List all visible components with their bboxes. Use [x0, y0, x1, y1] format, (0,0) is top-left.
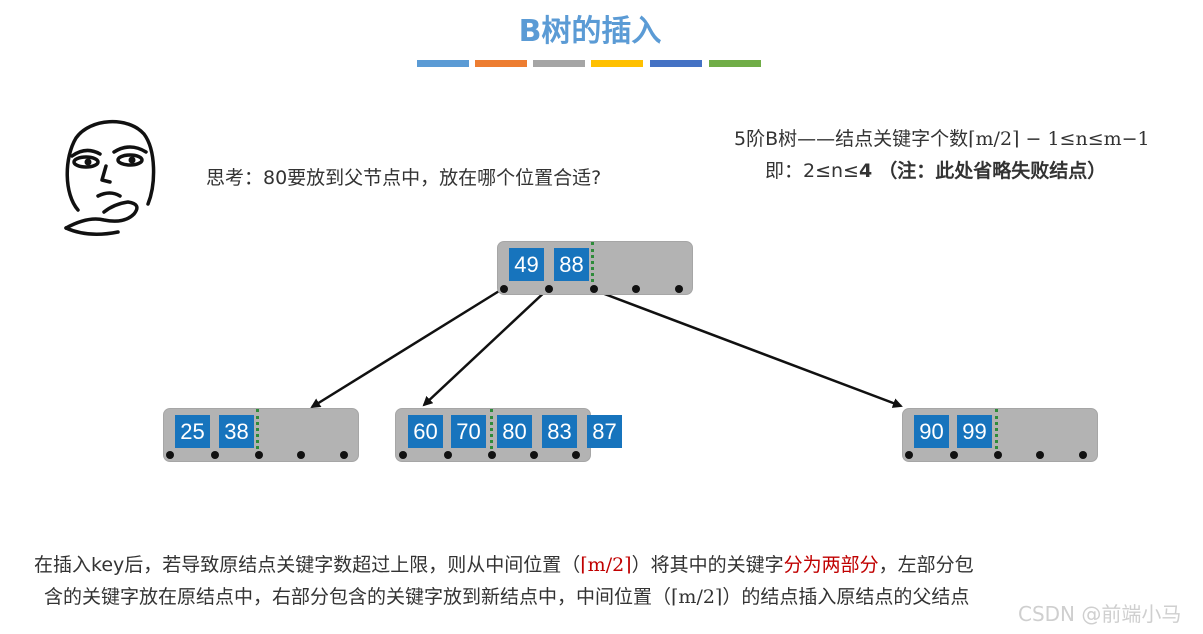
root-key: 88 — [554, 248, 589, 281]
child-pointer — [572, 451, 580, 459]
color-bar-1 — [417, 60, 469, 67]
child-pointer — [211, 451, 219, 459]
desc-text: 含的关键字放在原结点中，右部分包含的关键字放到新结点中，中间位置（ — [44, 586, 672, 608]
order-rule-range: 即：2≤n≤ — [765, 160, 859, 182]
order-rule-max: 4 — [858, 160, 873, 182]
order-rule-text: 5阶B树——结点关键字个数 — [734, 128, 969, 150]
child-pointer — [444, 451, 452, 459]
child-pointer — [530, 451, 538, 459]
thinking-question: 思考：80要放到父节点中，放在哪个位置合适? — [206, 167, 602, 189]
desc-text: ，左部分包 — [878, 554, 974, 576]
split-description-line2: 含的关键字放在原结点中，右部分包含的关键字放到新结点中，中间位置（⌈m/2⌉）的… — [44, 582, 969, 609]
middle-position-marker — [490, 409, 493, 449]
child-pointer — [950, 451, 958, 459]
split-description-line1: 在插入key后，若导致原结点关键字数超过上限，则从中间位置（⌈m/2⌉）将其中的… — [34, 550, 974, 577]
left-key: 38 — [219, 415, 254, 448]
desc-formula: ⌈m/2⌉ — [671, 586, 723, 608]
edge-root-right — [593, 288, 903, 408]
color-bar-3 — [533, 60, 585, 67]
child-pointer — [994, 451, 1002, 459]
edge-root-left — [310, 286, 505, 409]
color-bar-4 — [591, 60, 643, 67]
child-pointer — [500, 285, 508, 293]
child-pointer — [632, 285, 640, 293]
order-rule-note: （注：此处省略失败结点） — [878, 160, 1107, 182]
root-key: 49 — [509, 248, 544, 281]
overflow-key: 87 — [587, 415, 622, 448]
child-pointer — [590, 285, 598, 293]
child-pointer — [905, 451, 913, 459]
color-bar-6 — [709, 60, 761, 67]
middle-key: 80 — [497, 415, 532, 448]
middle-key: 83 — [542, 415, 577, 448]
child-pointer — [399, 451, 407, 459]
desc-text: 在插入key后，若导致原结点关键字数超过上限，则从中间位置（ — [34, 554, 581, 576]
child-pointer — [545, 285, 553, 293]
middle-position-marker — [995, 409, 998, 449]
color-bar-5 — [650, 60, 702, 67]
child-pointer — [1079, 451, 1087, 459]
order-rule-line1: 5阶B树——结点关键字个数⌈m/2⌉ − 1≤n≤m−1 — [734, 124, 1150, 151]
child-pointer — [675, 285, 683, 293]
page-title: B树的插入 — [518, 14, 662, 49]
desc-highlight: 分为两部分 — [783, 554, 879, 576]
child-pointer — [340, 451, 348, 459]
child-pointer — [166, 451, 174, 459]
middle-key: 60 — [408, 415, 443, 448]
desc-text: ）的结点插入原结点的父结点 — [722, 586, 970, 608]
middle-key: 70 — [451, 415, 486, 448]
order-rule-formula: ⌈m/2⌉ − 1≤n≤m−1 — [968, 128, 1150, 150]
thinking-face-icon — [64, 120, 156, 236]
right-key: 90 — [914, 415, 949, 448]
left-key: 25 — [175, 415, 210, 448]
child-pointer — [255, 451, 263, 459]
desc-text: ）将其中的关键字 — [631, 554, 784, 576]
child-pointer — [1036, 451, 1044, 459]
edge-root-middle — [422, 287, 550, 407]
child-pointer — [297, 451, 305, 459]
order-rule-line2: 即：2≤n≤4 （注：此处省略失败结点） — [765, 156, 1106, 183]
middle-position-marker — [256, 409, 259, 449]
middle-position-marker — [591, 242, 594, 282]
csdn-watermark: CSDN @前端小马 — [1018, 602, 1182, 626]
right-key: 99 — [957, 415, 992, 448]
color-bar-2 — [475, 60, 527, 67]
desc-formula: ⌈m/2⌉ — [580, 554, 632, 576]
child-pointer — [488, 451, 496, 459]
